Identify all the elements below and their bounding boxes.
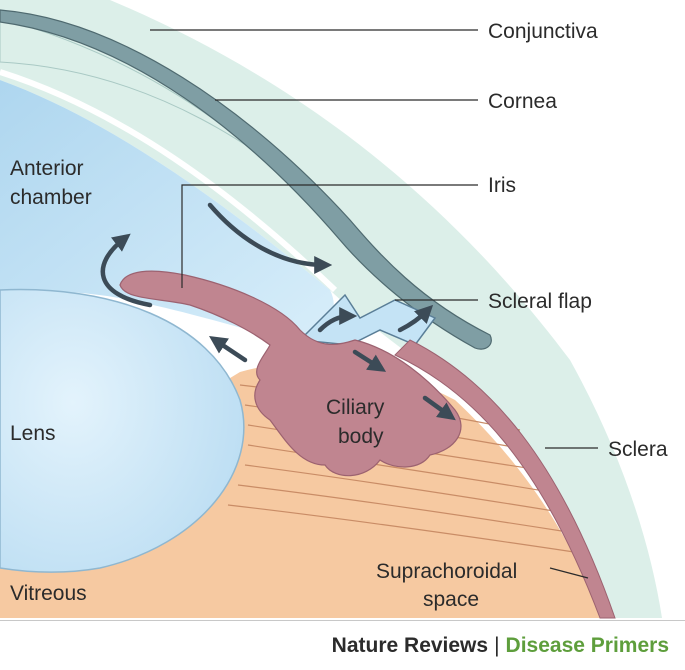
label-iris: Iris: [488, 174, 516, 197]
conjunctiva-band: [0, 9, 492, 350]
flow-arrow-ciliary-1: [352, 349, 387, 372]
label-suprachoroidal-line1: Suprachoroidal: [376, 560, 517, 583]
aqueous-flow-arrows: [100, 202, 456, 421]
flow-arrow-flap-right: [397, 304, 434, 333]
suprachoroidal-layer: [394, 339, 616, 619]
flow-arrow-ciliary-2: [422, 395, 456, 421]
anterior-chamber-region: [0, 80, 334, 345]
flow-arrow-left: [100, 233, 153, 308]
lens-shape: [0, 288, 245, 573]
journal-credit: Nature Reviews|Disease Primers: [332, 634, 669, 662]
label-ciliary-line1: Ciliary: [326, 396, 385, 419]
leader-suprachoroidal: [549, 567, 589, 579]
credit-separator: |: [494, 634, 500, 657]
flow-arrow-flap-left: [317, 307, 358, 333]
label-suprachoroidal-line2: space: [423, 588, 479, 611]
label-vitreous: Vitreous: [10, 582, 87, 605]
label-anterior-chamber-line1: Anterior: [10, 157, 84, 180]
leader-iris: [181, 184, 478, 288]
label-sclera: Sclera: [608, 438, 668, 461]
flow-arrow-iris: [209, 336, 248, 363]
label-lens: Lens: [10, 422, 56, 445]
leader-lines: [150, 29, 598, 579]
iris-ciliary-body-shape: [119, 270, 462, 477]
credit-publisher: Nature Reviews: [331, 634, 489, 657]
cornea-inner-edge: [0, 69, 338, 293]
credit-series: Disease Primers: [505, 634, 669, 657]
label-cornea: Cornea: [488, 90, 557, 113]
label-ciliary-line2: body: [338, 425, 384, 448]
flow-arrow-upper: [207, 202, 333, 274]
label-scleral-flap: Scleral flap: [488, 290, 592, 313]
footer-divider: [0, 620, 685, 621]
scleral-flap-shape: [298, 293, 437, 346]
label-anterior-chamber-line2: chamber: [10, 186, 92, 209]
label-conjunctiva: Conjunctiva: [488, 20, 598, 43]
